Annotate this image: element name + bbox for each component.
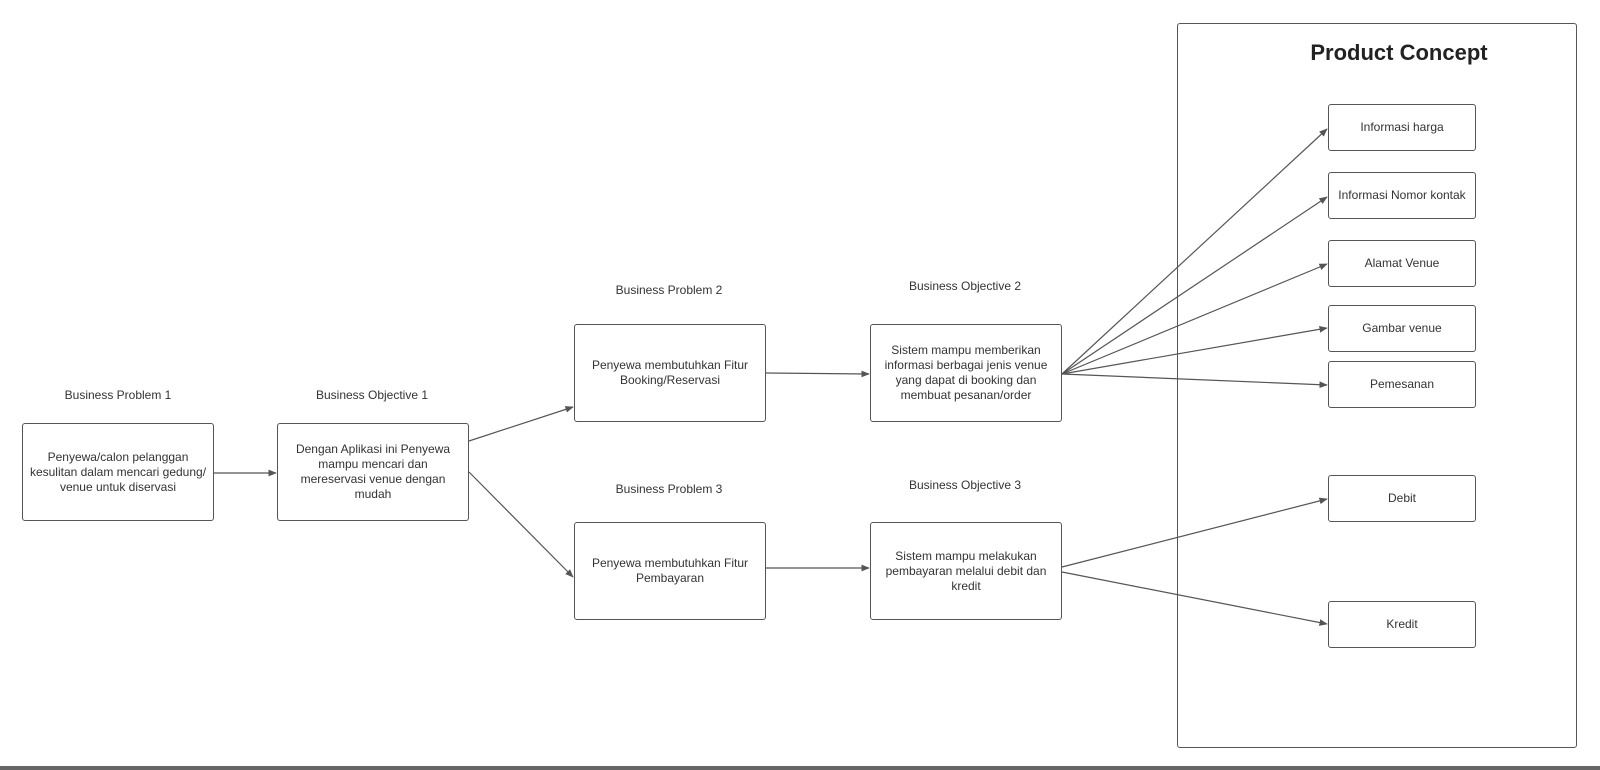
arrow-bo3-to-debit [1061,497,1328,568]
arrow-bo2-to-informasi-harga [1061,128,1328,375]
arrow-bo3-to-kredit [1061,571,1328,626]
arrow-bo1-to-bp3 [468,471,574,578]
product-concept-frame [1177,23,1577,748]
concept-item-debit: Debit [1328,475,1476,522]
arrow-bo2-to-pemesanan [1061,373,1328,389]
concept-item-alamat-venue: Alamat Venue [1328,240,1476,287]
box-business-objective-2: Sistem mampu memberikan informasi berbag… [870,324,1062,422]
concept-item-gambar-venue: Gambar venue [1328,305,1476,352]
concept-item-informasi-nomor-kontak: Informasi Nomor kontak [1328,172,1476,219]
heading-business-objective-2: Business Objective 2 [908,279,1022,293]
box-business-objective-3: Sistem mampu melakukan pembayaran melalu… [870,522,1062,620]
arrow-bo2-to-alamat-venue [1061,263,1328,375]
arrow-bo2-to-gambar-venue [1061,325,1328,375]
concept-item-kredit: Kredit [1328,601,1476,648]
heading-business-problem-3: Business Problem 3 [615,482,723,496]
bottom-border [0,766,1600,770]
product-concept-title: Product Concept [1310,40,1488,65]
arrow-bo1-to-bp2 [468,406,574,442]
box-business-problem-3: Penyewa membutuhkan Fitur Pembayaran [574,522,766,620]
box-business-objective-1: Dengan Aplikasi ini Penyewa mampu mencar… [277,423,469,521]
arrow-bp2-to-bo2 [765,370,870,378]
box-business-problem-2: Penyewa membutuhkan Fitur Booking/Reserv… [574,324,766,422]
heading-business-problem-1: Business Problem 1 [64,388,172,402]
heading-business-objective-3: Business Objective 3 [908,478,1022,492]
heading-business-problem-2: Business Problem 2 [615,283,723,297]
box-business-problem-1: Penyewa/calon pelanggan kesulitan dalam … [22,423,214,521]
heading-business-objective-1: Business Objective 1 [315,388,429,402]
concept-item-informasi-harga: Informasi harga [1328,104,1476,151]
arrow-bo2-to-nomor-kontak [1061,196,1328,375]
concept-item-pemesanan: Pemesanan [1328,361,1476,408]
